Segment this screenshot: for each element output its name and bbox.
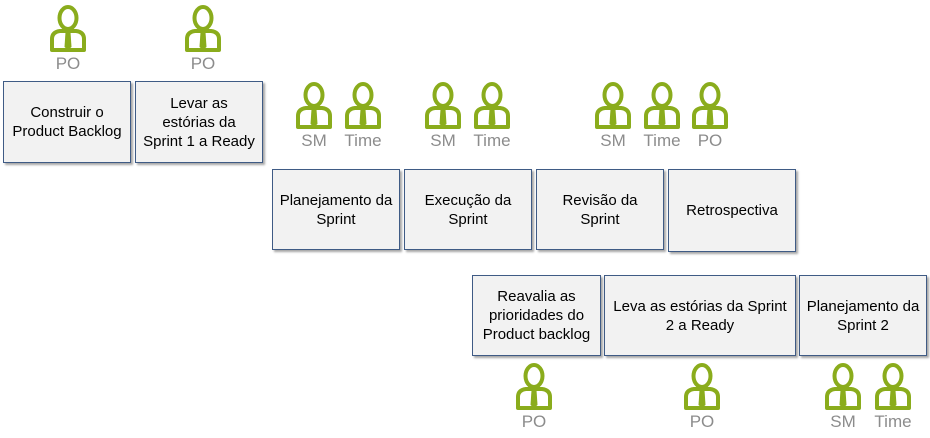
role-label-po: PO xyxy=(521,412,547,431)
person-icon xyxy=(691,81,729,129)
time-actor: Time xyxy=(467,81,517,157)
role-label-po: PO xyxy=(55,54,81,73)
person-icon xyxy=(643,81,681,129)
sm-actor: SM xyxy=(818,362,868,438)
person-icon xyxy=(515,362,553,410)
time-actor: Time xyxy=(338,81,388,157)
person-icon xyxy=(473,81,511,129)
box-label: Execução da Sprint xyxy=(424,191,512,228)
leva-sprint2-ready-box: Leva as estórias da Sprint 2 a Ready xyxy=(604,275,796,356)
person-icon xyxy=(344,81,382,129)
person-icon xyxy=(49,4,87,52)
role-label-sm: SM xyxy=(830,412,856,431)
box-label: Reavalia as prioridades do Product backl… xyxy=(482,288,591,343)
role-label-po: PO xyxy=(689,412,715,431)
sm-actor: SM xyxy=(588,81,638,157)
po-actor: PO xyxy=(43,4,93,80)
po-actor: PO xyxy=(677,362,727,438)
role-label-sm: SM xyxy=(600,131,626,150)
person-icon xyxy=(424,81,462,129)
person-icon xyxy=(295,81,333,129)
levar-sprint1-ready-box: Levar as estórias da Sprint 1 a Ready xyxy=(135,81,263,163)
person-icon xyxy=(184,4,222,52)
person-icon xyxy=(824,362,862,410)
sm-actor: SM xyxy=(418,81,468,157)
box-label: Levar as estórias da Sprint 1 a Ready xyxy=(143,94,255,150)
role-label-po: PO xyxy=(697,131,723,150)
revisao-sprint-box: Revisão da Sprint xyxy=(536,169,664,250)
role-label-time: Time xyxy=(344,131,382,150)
po-actor: PO xyxy=(178,4,228,80)
time-actor: Time xyxy=(868,362,918,438)
box-label: Planejamento da Sprint 2 xyxy=(806,297,920,334)
role-label-po: PO xyxy=(190,54,216,73)
role-label-time: Time xyxy=(874,412,912,431)
role-label-sm: SM xyxy=(430,131,456,150)
time-actor: Time xyxy=(637,81,687,157)
reavalia-prioridades-box: Reavalia as prioridades do Product backl… xyxy=(472,275,601,356)
po-actor: PO xyxy=(509,362,559,438)
box-label: Leva as estórias da Sprint 2 a Ready xyxy=(613,297,787,334)
role-label-time: Time xyxy=(643,131,681,150)
box-label: Planejamento da Sprint xyxy=(279,191,393,228)
person-icon xyxy=(874,362,912,410)
planejamento-sprint2-box: Planejamento da Sprint 2 xyxy=(799,275,927,356)
role-label-time: Time xyxy=(473,131,511,150)
retrospectiva-box: Retrospectiva xyxy=(668,169,796,252)
role-label-sm: SM xyxy=(301,131,327,150)
box-label: Revisão da Sprint xyxy=(562,191,638,228)
execucao-sprint-box: Execução da Sprint xyxy=(404,169,532,250)
construir-product-backlog-box: Construir o Product Backlog xyxy=(3,81,131,163)
person-icon xyxy=(683,362,721,410)
sm-actor: SM xyxy=(289,81,339,157)
planejamento-sprint-box: Planejamento da Sprint xyxy=(272,169,400,250)
po-actor: PO xyxy=(685,81,735,157)
box-label: Retrospectiva xyxy=(686,202,778,219)
box-label: Construir o Product Backlog xyxy=(12,104,122,140)
person-icon xyxy=(594,81,632,129)
